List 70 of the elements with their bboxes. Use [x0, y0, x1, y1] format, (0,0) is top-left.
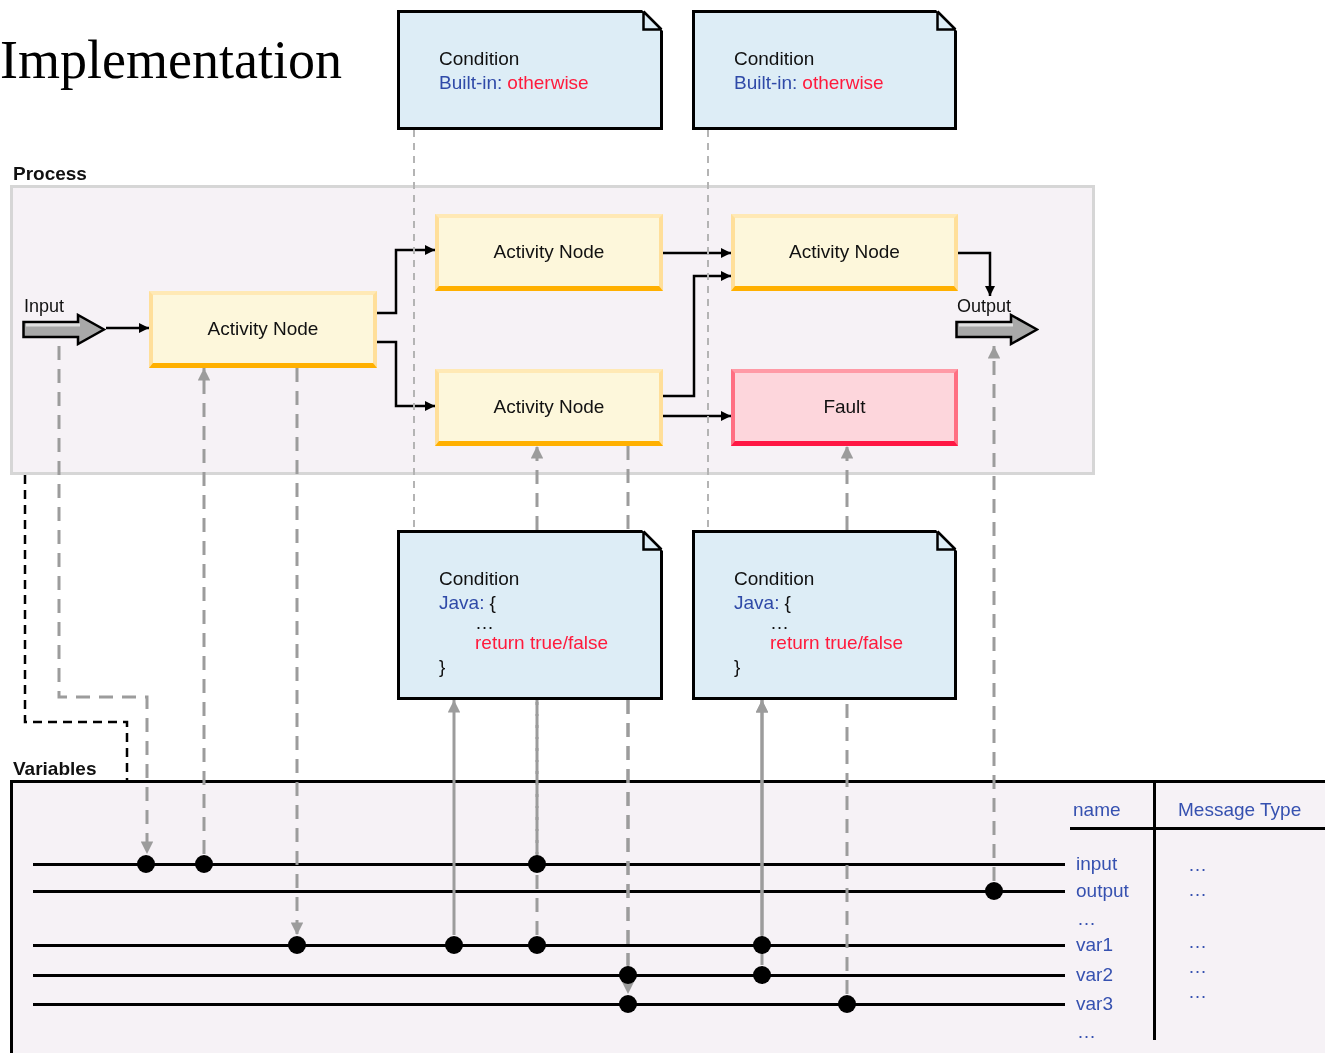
note-text: { [489, 591, 496, 615]
note-text: } [734, 656, 741, 677]
note-text: Condition [734, 568, 815, 589]
arrow [106, 322, 149, 334]
connector-line [23, 475, 129, 780]
io-arrow [22, 296, 106, 346]
table-cell: … [1188, 930, 1207, 954]
activity-box [435, 214, 663, 291]
column-header: name [1073, 798, 1121, 822]
arrow [987, 346, 1001, 881]
activity-box [149, 291, 377, 368]
note-text: return true/false [475, 632, 609, 653]
condition-note [397, 10, 663, 130]
note-text: { [784, 591, 791, 615]
variable-name: var1 [1076, 935, 1113, 955]
table-cell: … [1077, 1020, 1096, 1044]
condition-note [692, 530, 957, 700]
fault-box [731, 369, 958, 446]
arrow [290, 368, 304, 935]
note-text: Condition [439, 48, 520, 69]
activity-box [731, 214, 958, 291]
group-heading: Process [13, 163, 87, 185]
arrow [530, 446, 544, 530]
arrow [447, 700, 461, 935]
variable-name: output [1076, 881, 1129, 901]
note-text: … [475, 612, 494, 633]
connector-line [626, 446, 630, 530]
note-text: otherwise [507, 71, 589, 95]
node-label: Activity Node [493, 239, 605, 264]
condition-note [397, 530, 663, 700]
table-cell: … [1188, 955, 1207, 979]
table-cell: … [1077, 907, 1096, 931]
note-text: Java: [734, 591, 780, 615]
arrow [197, 368, 211, 854]
arrow [57, 346, 154, 854]
note-text: Built-in: [439, 71, 503, 95]
variable-name: input [1076, 854, 1118, 874]
group-heading: Variables [13, 758, 97, 780]
note-text: otherwise [802, 71, 884, 95]
arrow [377, 244, 435, 315]
variable-name: var2 [1076, 965, 1113, 985]
column-header: Message Type [1178, 798, 1302, 822]
note-text: Built-in: [734, 71, 798, 95]
note-text: return true/false [770, 632, 904, 653]
arrow [958, 251, 996, 296]
note-text: Condition [734, 48, 815, 69]
node-label: Activity Node [789, 239, 900, 264]
title: Implementation [0, 29, 342, 92]
note-text: } [439, 656, 446, 677]
table-cell: … [1188, 980, 1207, 1004]
arrow [621, 700, 635, 994]
arrow [377, 340, 435, 412]
table-cell: … [1188, 878, 1207, 902]
node-label: Fault [823, 394, 866, 419]
activity-box [435, 369, 663, 446]
note-text: … [770, 612, 789, 633]
node-label: Activity Node [493, 394, 605, 419]
connector-line [535, 700, 539, 935]
arrow [663, 247, 731, 259]
condition-note [692, 10, 957, 130]
node-label: Activity Node [207, 316, 319, 341]
arrow [840, 446, 854, 530]
variable-name: var3 [1076, 994, 1113, 1014]
io-label: Output [957, 296, 1012, 316]
note-text: Condition [439, 568, 520, 589]
arrow [663, 270, 731, 398]
io-label: Input [24, 296, 65, 316]
table-cell: … [1188, 853, 1207, 877]
arrow [663, 410, 731, 422]
note-text: Java: [439, 591, 485, 615]
